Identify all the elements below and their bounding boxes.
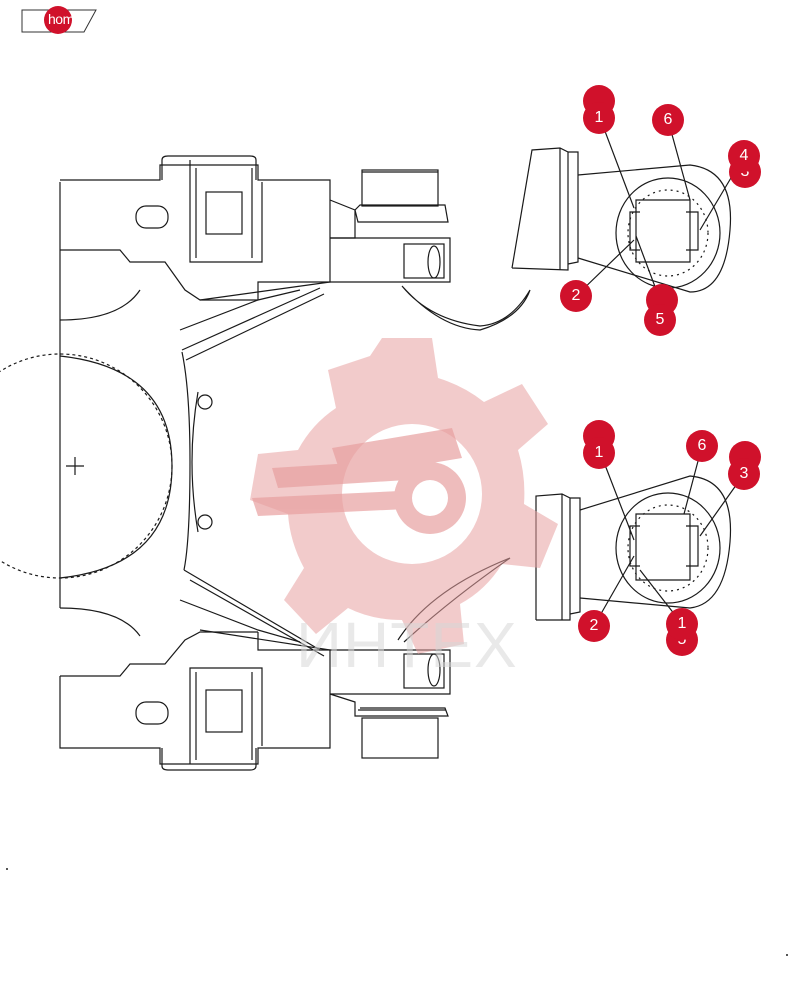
- callout-bottom-6[interactable]: 6: [686, 430, 718, 462]
- callout-top-1[interactable]: 1: [583, 102, 615, 134]
- callout-bottom-1b[interactable]: 1: [666, 608, 698, 640]
- callout-bottom-1[interactable]: 1: [583, 437, 615, 469]
- home-button[interactable]: home: [20, 6, 98, 34]
- callout-bottom-2[interactable]: 2: [578, 610, 610, 642]
- callout-bottom-3[interactable]: 3: [728, 458, 760, 490]
- home-tab-icon: [21, 6, 97, 34]
- callout-top-2[interactable]: 2: [560, 280, 592, 312]
- stray-mark: [786, 954, 788, 956]
- stray-mark: [6, 868, 8, 870]
- callout-top-5[interactable]: 5: [644, 304, 676, 336]
- home-label: home: [48, 11, 82, 27]
- callout-top-4[interactable]: 4: [728, 140, 760, 172]
- callout-top-6[interactable]: 6: [652, 104, 684, 136]
